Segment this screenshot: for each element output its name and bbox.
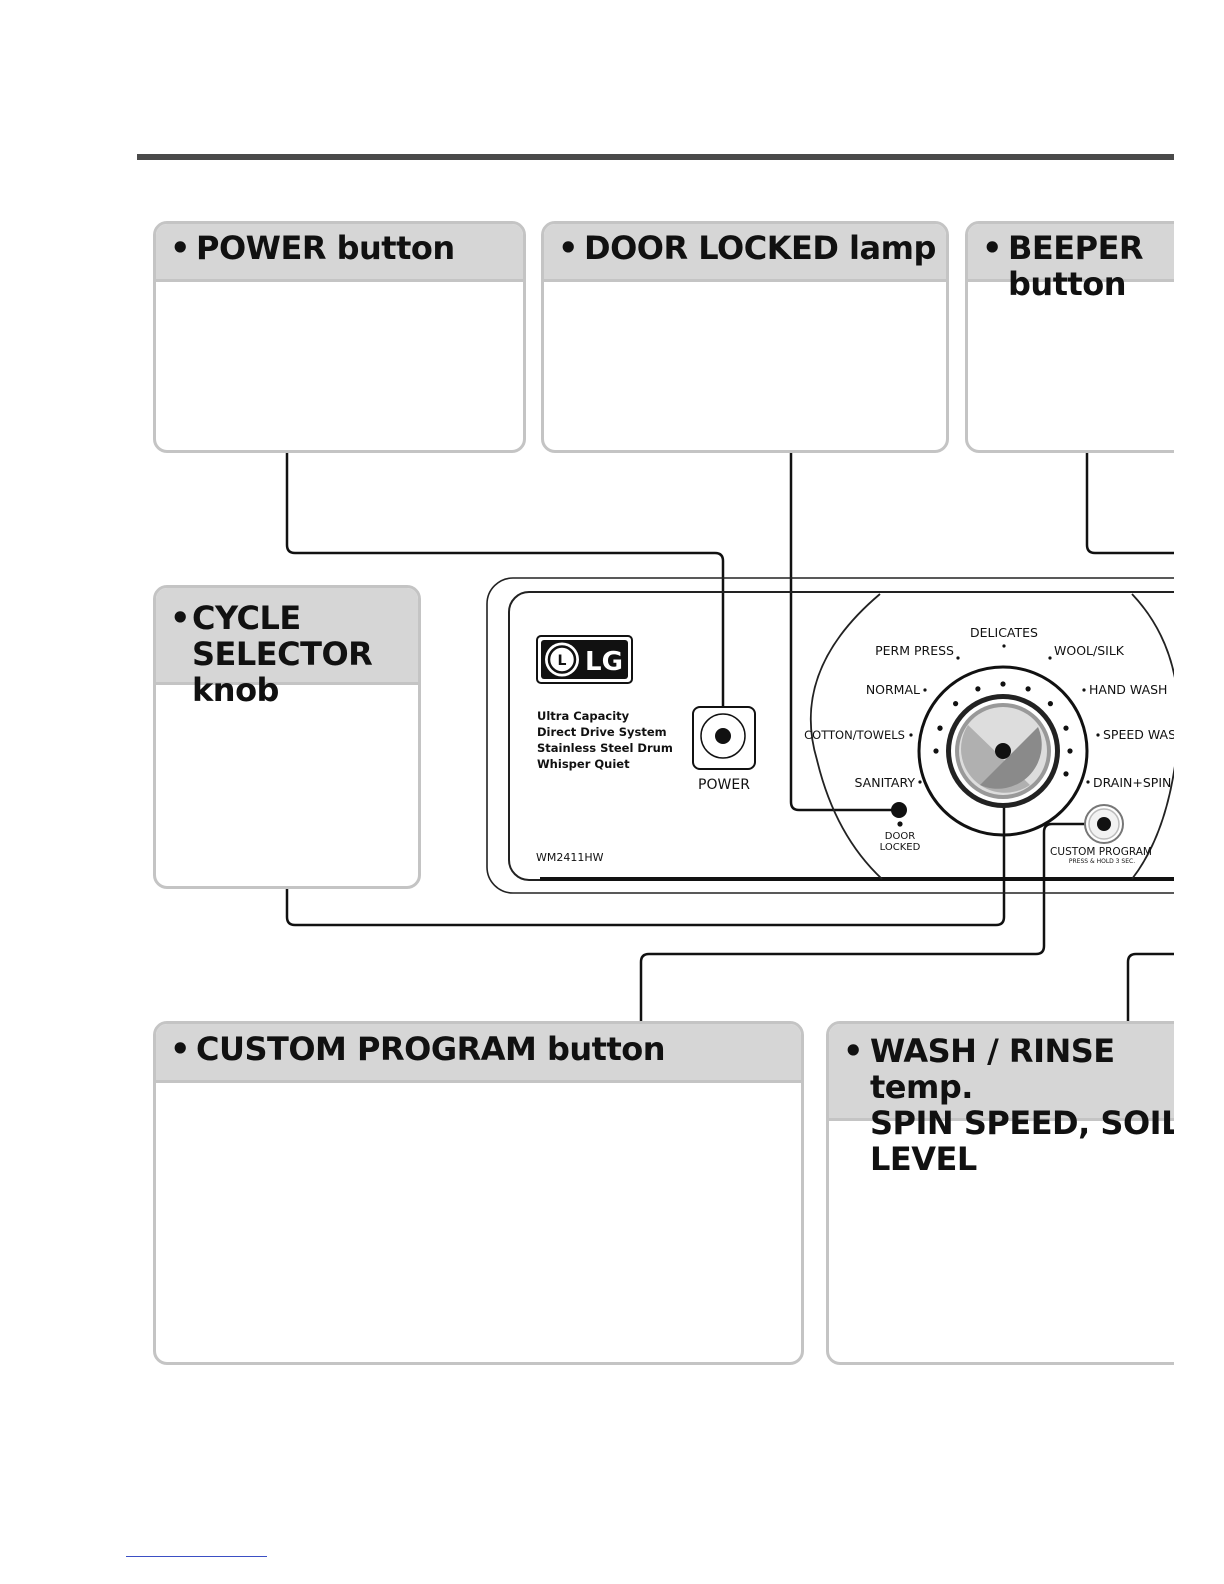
callout-beeper-header: • BEEPER button bbox=[968, 224, 1174, 302]
callout-cycle-selector-title: CYCLE SELECTOR knob bbox=[192, 599, 373, 709]
knob-dot bbox=[937, 725, 943, 731]
cycle-speed-wash: SPEED WASH bbox=[1103, 727, 1174, 742]
leader-beeper bbox=[1085, 452, 1174, 555]
knob-dot bbox=[1000, 681, 1006, 687]
callout-power: • POWER button bbox=[153, 221, 526, 453]
power-button[interactable]: POWER bbox=[692, 706, 756, 793]
cycle-delicates: DELICATES bbox=[970, 625, 1038, 640]
callout-wash-rinse-title: WASH / RINSE temp. SPIN SPEED, SOIL LEVE… bbox=[870, 1032, 1174, 1178]
callout-power-title: POWER button bbox=[196, 229, 455, 267]
power-label: POWER bbox=[698, 777, 750, 793]
lg-logo: L LG bbox=[536, 635, 633, 684]
dial-ellipse bbox=[809, 593, 883, 880]
cycle-labels: DELICATES PERM PRESS WOOL/SILK NORMAL HA… bbox=[804, 625, 1174, 790]
door-label-line1: DOOR bbox=[885, 831, 915, 842]
callout-power-header: • POWER button bbox=[156, 224, 523, 282]
callout-custom-program-title: CUSTOM PROGRAM button bbox=[196, 1030, 666, 1068]
panel-outer bbox=[486, 577, 1174, 894]
brand-text: LG bbox=[585, 647, 623, 677]
knob-dot bbox=[1063, 771, 1069, 777]
custom-program-label: CUSTOM PROGRAM bbox=[1050, 846, 1152, 858]
custom-program-sublabel: PRESS & HOLD 3 SEC. bbox=[1069, 858, 1135, 865]
bullet-icon: • bbox=[982, 229, 1002, 267]
callout-wash-rinse: • WASH / RINSE temp. SPIN SPEED, SOIL LE… bbox=[826, 1021, 1174, 1365]
custom-program-button[interactable]: CUSTOM PROGRAM PRESS & HOLD 3 SEC. bbox=[1050, 804, 1152, 865]
knob-dot bbox=[953, 701, 959, 707]
cycle-hand-wash: HAND WASH bbox=[1089, 682, 1167, 697]
cycle-perm-press: PERM PRESS bbox=[875, 643, 954, 658]
door-label-line2: LOCKED bbox=[880, 842, 921, 853]
feature-line: Ultra Capacity bbox=[537, 709, 630, 723]
cycle-sanitary: SANITARY bbox=[855, 775, 916, 790]
bullet-icon: • bbox=[170, 599, 190, 637]
door-locked-lamp: DOOR LOCKED bbox=[880, 802, 921, 853]
bullet-icon: • bbox=[170, 229, 190, 267]
bullet-icon: • bbox=[558, 229, 578, 267]
footer-link-underline bbox=[126, 1556, 267, 1557]
leader-door-locked bbox=[789, 452, 898, 812]
svg-text:L: L bbox=[558, 653, 567, 669]
knob-dot bbox=[1025, 686, 1031, 692]
top-rule bbox=[137, 154, 1174, 160]
knob-dot bbox=[975, 686, 981, 692]
callout-cycle-selector-header: • CYCLE SELECTOR knob bbox=[156, 588, 418, 708]
callout-custom-program-header: • CUSTOM PROGRAM button bbox=[156, 1024, 801, 1083]
callout-door-locked-title: DOOR LOCKED lamp bbox=[584, 229, 936, 267]
feature-line: Direct Drive System bbox=[537, 725, 667, 739]
cycle-label-dots bbox=[909, 644, 1100, 784]
cycle-wool-silk: WOOL/SILK bbox=[1054, 643, 1125, 658]
callout-cycle-selector: • CYCLE SELECTOR knob bbox=[153, 585, 421, 889]
callout-door-locked-header: • DOOR LOCKED lamp bbox=[544, 224, 946, 282]
model-number: WM2411HW bbox=[536, 851, 604, 864]
leader-lines bbox=[285, 452, 1174, 1022]
cycle-drain-spin: DRAIN+SPIN bbox=[1093, 775, 1171, 790]
knob-dot bbox=[1063, 725, 1069, 731]
knob-position-dots bbox=[933, 681, 1073, 777]
cycle-cotton-towels: COTTON/TOWELS bbox=[804, 728, 905, 742]
bullet-icon: • bbox=[170, 1030, 190, 1068]
cycle-normal: NORMAL bbox=[866, 682, 920, 697]
knob-dot bbox=[933, 748, 939, 754]
leader-custom-program bbox=[639, 822, 1104, 1022]
feature-line: Stainless Steel Drum bbox=[537, 741, 673, 755]
cycle-selector-knob[interactable] bbox=[917, 665, 1089, 837]
leader-cycle-selector bbox=[285, 752, 1006, 927]
callout-custom-program: • CUSTOM PROGRAM button bbox=[153, 1021, 804, 1365]
callout-door-locked: • DOOR LOCKED lamp bbox=[541, 221, 949, 453]
bullet-icon: • bbox=[843, 1032, 863, 1070]
leader-power bbox=[285, 452, 725, 736]
knob-dot bbox=[1067, 748, 1073, 754]
callout-wash-rinse-header: • WASH / RINSE temp. SPIN SPEED, SOIL LE… bbox=[829, 1024, 1174, 1177]
callout-beeper: • BEEPER button bbox=[965, 221, 1174, 453]
callout-beeper-title: BEEPER button bbox=[1008, 229, 1144, 303]
knob-dot bbox=[1047, 701, 1053, 707]
leader-wash-rinse bbox=[1126, 952, 1174, 1022]
feature-line: Whisper Quiet bbox=[537, 757, 630, 771]
